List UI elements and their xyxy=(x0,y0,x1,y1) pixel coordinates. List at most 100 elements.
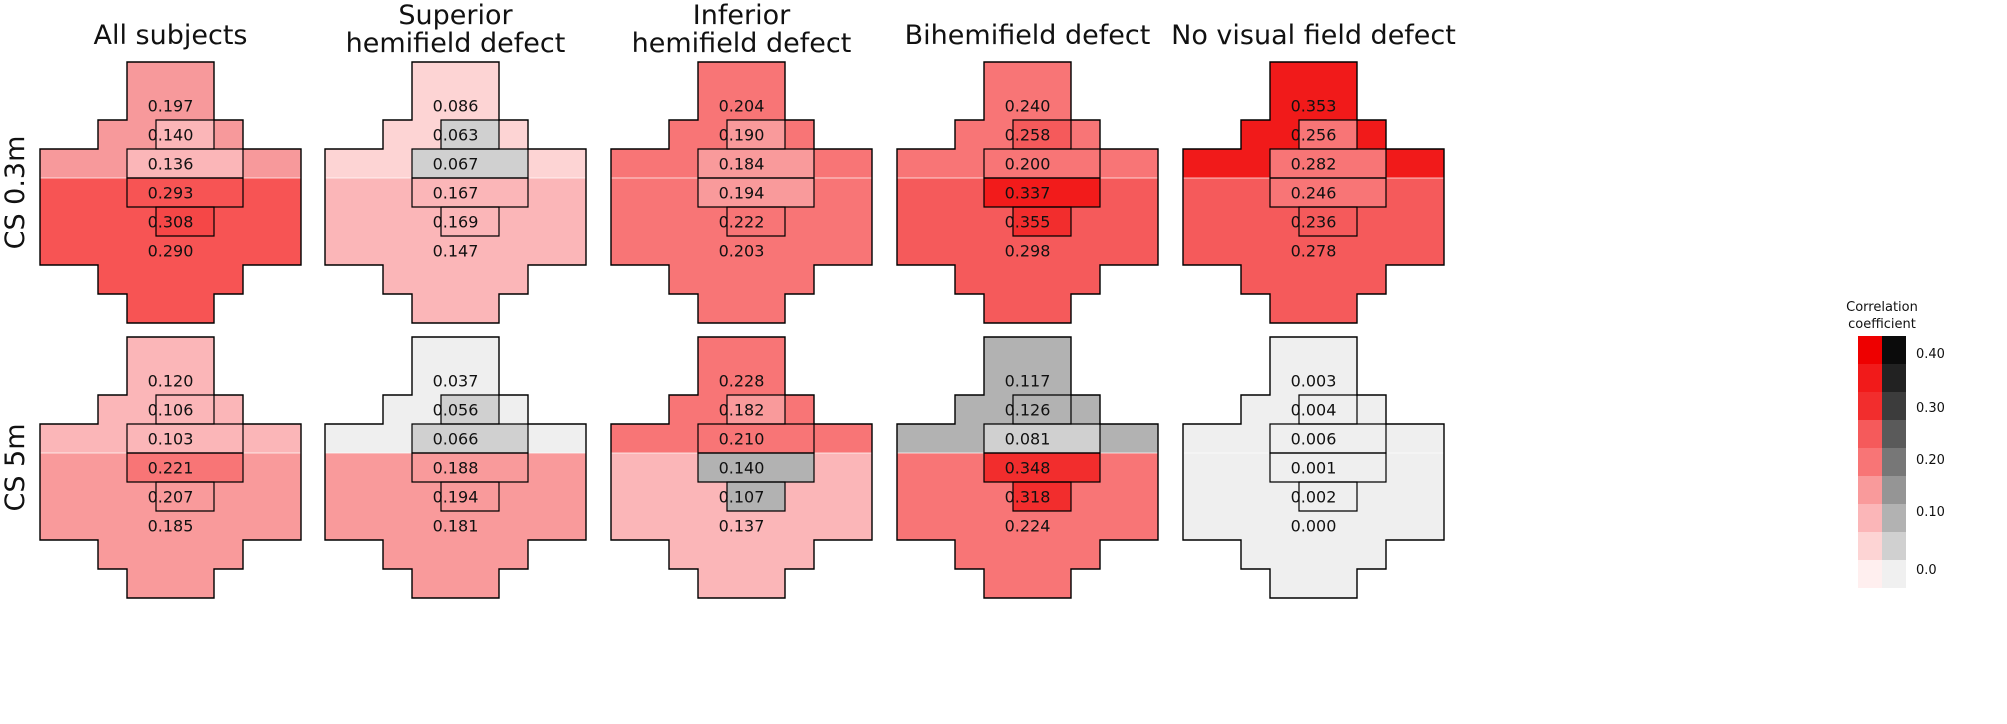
color-legend: Correlationcoefficient0.400.300.200.100.… xyxy=(1846,300,1945,588)
cell-value-label: 0.337 xyxy=(1005,184,1051,203)
octagon-outline xyxy=(324,336,587,599)
region-peripheral-inferior xyxy=(897,453,1158,598)
region-central-inferior xyxy=(984,453,1100,482)
cell-value-label: 0.063 xyxy=(433,126,479,145)
region-paracentral-superior xyxy=(156,395,214,424)
cell-value-label: 0.204 xyxy=(719,97,765,116)
region-outline xyxy=(726,206,786,237)
column-title: hemifield defect xyxy=(346,28,566,59)
region-central-inferior xyxy=(127,178,243,207)
cell-value-label: 0.126 xyxy=(1005,401,1051,420)
region-paracentral-inferior xyxy=(727,482,785,511)
cell-value-label: 0.256 xyxy=(1291,126,1337,145)
column-title: All subjects xyxy=(94,20,248,51)
region-paracentral-superior xyxy=(727,120,785,149)
cell-value-label: 0.207 xyxy=(148,488,194,507)
region-central-superior xyxy=(1270,149,1386,178)
region-outline xyxy=(697,177,815,208)
region-outline xyxy=(440,206,500,237)
legend-red-swatch xyxy=(1858,364,1882,392)
cell-value-label: 0.169 xyxy=(433,213,479,232)
cell-value-label: 0.240 xyxy=(1005,97,1051,116)
row-label: CS 5m xyxy=(0,423,31,511)
region-peripheral-inferior xyxy=(325,453,586,598)
cell-value-label: 0.120 xyxy=(148,372,194,391)
region-central-inferior xyxy=(698,453,814,482)
region-outline xyxy=(440,481,500,512)
cell-value-label: 0.290 xyxy=(148,242,194,261)
cell-value-label: 0.140 xyxy=(719,459,765,478)
legend-gray-swatch xyxy=(1882,364,1906,392)
region-outline xyxy=(983,177,1101,208)
region-outline xyxy=(726,481,786,512)
legend-red-swatch xyxy=(1858,420,1882,448)
region-central-superior xyxy=(127,424,243,453)
region-outline xyxy=(126,177,244,208)
legend-red-swatch xyxy=(1858,336,1882,364)
column-title: Superior xyxy=(398,0,513,31)
legend-red-swatch xyxy=(1858,392,1882,420)
region-outline xyxy=(697,452,815,483)
legend-gray-swatch xyxy=(1882,336,1906,364)
region-paracentral-inferior xyxy=(441,207,499,236)
legend-gray-swatch xyxy=(1882,532,1906,560)
cell-value-label: 0.002 xyxy=(1291,488,1337,507)
region-outline xyxy=(411,452,529,483)
cell-value-label: 0.117 xyxy=(1005,372,1051,391)
legend-gray-swatch xyxy=(1882,420,1906,448)
cell-value-label: 0.355 xyxy=(1005,213,1051,232)
cell-value-label: 0.136 xyxy=(148,155,194,174)
legend-red-swatch xyxy=(1858,448,1882,476)
octagon-outline xyxy=(39,61,302,324)
region-paracentral-superior xyxy=(1299,395,1357,424)
cell-value-label: 0.188 xyxy=(433,459,479,478)
cell-value-label: 0.140 xyxy=(148,126,194,145)
region-outline xyxy=(155,481,215,512)
region-paracentral-inferior xyxy=(1013,482,1071,511)
cell-value-label: 0.066 xyxy=(433,430,479,449)
column-title: Inferior xyxy=(693,0,791,31)
cell-value-label: 0.086 xyxy=(433,97,479,116)
legend-tick-label: 0.0 xyxy=(1916,563,1937,578)
region-paracentral-superior xyxy=(727,395,785,424)
region-paracentral-superior xyxy=(441,120,499,149)
cell-value-label: 0.103 xyxy=(148,430,194,449)
region-peripheral-inferior xyxy=(40,453,301,598)
legend-red-swatch xyxy=(1858,476,1882,504)
cell-value-label: 0.222 xyxy=(719,213,765,232)
cell-value-label: 0.137 xyxy=(719,517,765,536)
cell-value-label: 0.194 xyxy=(433,488,479,507)
legend-gray-swatch xyxy=(1882,504,1906,532)
cell-value-label: 0.001 xyxy=(1291,459,1337,478)
cell-value-label: 0.185 xyxy=(148,517,194,536)
region-outline xyxy=(1269,452,1387,483)
region-central-superior xyxy=(412,149,528,178)
cell-value-label: 0.308 xyxy=(148,213,194,232)
region-outline xyxy=(1298,206,1358,237)
cell-value-label: 0.348 xyxy=(1005,459,1051,478)
region-outline xyxy=(126,452,244,483)
legend-tick-label: 0.30 xyxy=(1916,401,1945,416)
region-central-inferior xyxy=(127,453,243,482)
legend-gray-swatch xyxy=(1882,392,1906,420)
cell-value-label: 0.282 xyxy=(1291,155,1337,174)
cell-value-label: 0.182 xyxy=(719,401,765,420)
region-central-inferior xyxy=(412,178,528,207)
cell-value-label: 0.067 xyxy=(433,155,479,174)
legend-title: Correlation xyxy=(1846,300,1918,315)
cell-value-label: 0.236 xyxy=(1291,213,1337,232)
region-paracentral-inferior xyxy=(1013,207,1071,236)
region-peripheral-inferior xyxy=(1183,453,1444,598)
region-central-inferior xyxy=(1270,178,1386,207)
legend-tick-label: 0.10 xyxy=(1916,505,1945,520)
cell-value-label: 0.298 xyxy=(1005,242,1051,261)
cell-value-label: 0.181 xyxy=(433,517,479,536)
cell-value-label: 0.210 xyxy=(719,430,765,449)
octagon-outline xyxy=(610,336,873,599)
